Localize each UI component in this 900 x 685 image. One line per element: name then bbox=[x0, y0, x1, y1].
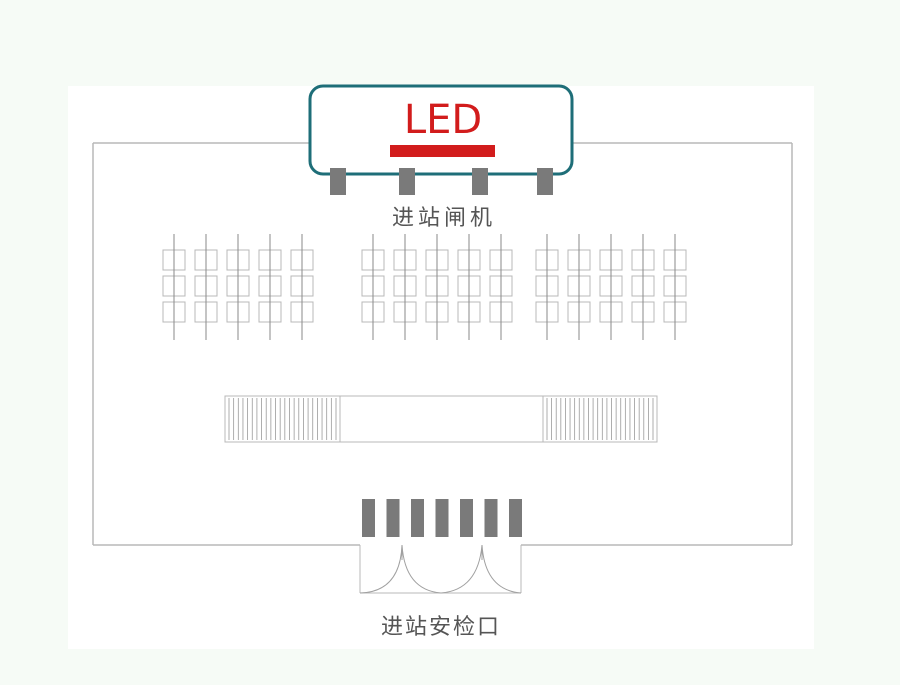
security-lanes bbox=[362, 499, 522, 537]
barrier-block bbox=[224, 395, 341, 443]
security-lane bbox=[362, 499, 375, 537]
sign-posts bbox=[330, 168, 553, 195]
barrier-block-frame bbox=[224, 395, 341, 443]
gate-bank bbox=[535, 234, 687, 340]
security-lane bbox=[484, 499, 498, 537]
led-sign-text: LED bbox=[404, 97, 482, 143]
sign-post bbox=[537, 168, 553, 195]
door-swing bbox=[481, 544, 522, 594]
gate-bank bbox=[162, 234, 314, 340]
barrier-block bbox=[542, 395, 658, 443]
security-lane bbox=[386, 499, 400, 537]
gate-bank bbox=[361, 234, 513, 340]
led-red-bar bbox=[390, 145, 495, 157]
entrance-doors bbox=[359, 544, 522, 594]
panel-background bbox=[68, 86, 814, 649]
door-swing bbox=[440, 544, 483, 594]
queue-barrier bbox=[224, 395, 658, 443]
door-swing bbox=[401, 544, 442, 594]
sign-post bbox=[472, 168, 488, 195]
barrier-block-frame bbox=[542, 395, 658, 443]
security-lane bbox=[509, 499, 522, 537]
hall-outline bbox=[92, 142, 793, 546]
security-lane bbox=[435, 499, 449, 537]
ticket-gates bbox=[162, 234, 687, 340]
sign-post bbox=[330, 168, 346, 195]
gates-label: 进站闸机 bbox=[392, 206, 496, 231]
security-label: 进站安检口 bbox=[381, 615, 501, 640]
door-swing bbox=[359, 544, 403, 594]
sign-post bbox=[399, 168, 415, 195]
led-sign-frame bbox=[308, 84, 574, 176]
security-lane bbox=[411, 499, 424, 537]
security-lane bbox=[460, 499, 473, 537]
